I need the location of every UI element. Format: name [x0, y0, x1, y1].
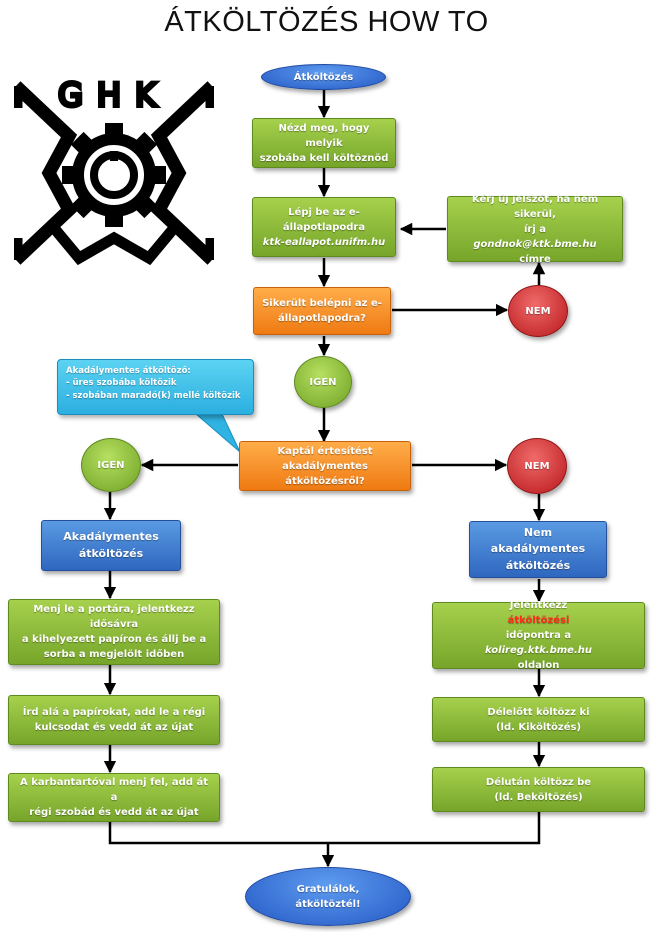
end-line2: átköltöztél! [295, 898, 361, 910]
left-step1-line2: a kihelyezett papíron és állj be a [21, 634, 207, 645]
no-login-node: NEM [508, 285, 568, 337]
step-login: Lépj be az e- állapotlapodra ktk-eallapo… [252, 197, 396, 257]
left-step3-line2: régi szobád és vedd át az újat [29, 807, 199, 818]
step-check-room: Nézd meg, hogy melyik szobába kell költö… [252, 118, 396, 168]
decision-login: Sikerült belépni az e- állapotlapodra? [253, 287, 391, 335]
left-header-line2: átköltözés [78, 546, 144, 560]
yes-login-node: IGEN [294, 356, 352, 408]
start-node: Átköltözés [261, 64, 386, 90]
no-notice-node: NEM [507, 438, 567, 494]
left-step1-line3: sorba a megjelölt időben [43, 649, 185, 660]
left-step-sign: Írd alá a papírokat, add le a régi kulcs… [8, 695, 220, 745]
right-step1-post: időpontra a [505, 630, 572, 641]
step-login-line1: Lépj be az e- [288, 206, 360, 218]
right-step2-line1: Délelőtt költözz ki [487, 706, 590, 718]
step-password-line2: írj a [523, 223, 547, 235]
right-step1-url: kolireg.ktk.bme.hu [485, 645, 592, 656]
step-password-email: gondnok@ktk.bme.hu [473, 238, 597, 250]
callout-accessible-mover: Akadálymentes átköltöző: - üres szobába … [57, 359, 254, 415]
callout-item-1: - üres szobába költözik [66, 378, 177, 389]
page-title: ÁTKÖLTÖZÉS HOW TO [164, 6, 489, 38]
step-check-room-line1: Nézd meg, hogy melyik [278, 122, 370, 149]
callout-item-2: - szobában maradó(k) mellé költözik [66, 390, 241, 401]
left-step1-line1: Menj le a portára, jelentkezz idősávra [33, 604, 195, 630]
decision-login-line2: állapotlapodra? [277, 313, 366, 324]
end-node: Gratulálok, átköltöztél! [245, 867, 411, 926]
logo-text: GHK [58, 78, 170, 114]
decision-notice: Kaptál értesítést akadálymentes átköltöz… [239, 441, 411, 491]
right-step3-line1: Délután költözz be [485, 776, 592, 788]
step-request-password: Kérj új jelszót, ha nem sikerül, írj a g… [447, 194, 623, 265]
decision-notice-line1: Kaptál értesítést [277, 445, 373, 457]
left-step2-line2: kulcsodat és vedd át az újat [34, 722, 194, 733]
step-password-line3: címre [519, 253, 551, 265]
right-header-line2: átköltözés [505, 558, 571, 572]
right-step-move-out: Délelőtt költözz ki (ld. Kiköltözés) [432, 697, 645, 742]
left-step2-line1: Írd alá a papírokat, add le a régi [22, 707, 206, 718]
right-step-register: Jelentkezz átköltözési időpontra a kolir… [432, 600, 645, 671]
step-login-url: ktk-eallapot.unifm.hu [262, 236, 386, 248]
right-header-not-accessible: Nem akadálymentes átköltözés [469, 521, 607, 578]
end-line1: Gratulálok, [296, 883, 360, 895]
callout-title: Akadálymentes átköltöző: [66, 366, 191, 376]
decision-login-line1: Sikerült belépni az e- [262, 298, 382, 309]
left-step-porter: Menj le a portára, jelentkezz idősávra a… [8, 599, 220, 665]
step-password-line1: Kérj új jelszót, ha nem sikerül, [471, 193, 599, 220]
right-step-move-in: Délután költözz be (ld. Beköltözés) [432, 767, 645, 812]
yes-notice-node: IGEN [81, 438, 141, 492]
left-header-accessible: Akadálymentes átköltözés [41, 520, 181, 571]
right-header-line1: Nem akadálymentes [490, 525, 586, 556]
right-step3-line2: (ld. Beköltözés) [494, 791, 583, 803]
left-step-maintenance: A karbantartóval menj fel, add át a régi… [8, 773, 220, 822]
right-step1-line3: oldalon [517, 660, 560, 671]
right-step1-pre: Jelentkezz [509, 600, 568, 611]
merge-line [108, 812, 541, 845]
decision-notice-line2: akadálymentes átköltözésről? [282, 460, 368, 487]
ghk-gear-logo-icon: GHK [14, 78, 214, 266]
left-step3-line1: A karbantartóval menj fel, add át a [19, 777, 208, 803]
left-header-line1: Akadálymentes [63, 530, 159, 543]
step-check-room-line2: szobába kell költöznöd [259, 152, 389, 164]
step-login-line2: állapotlapodra [282, 221, 366, 233]
right-step2-line2: (ld. Kiköltözés) [495, 721, 582, 733]
right-step1-highlight: átköltözési [507, 615, 570, 626]
